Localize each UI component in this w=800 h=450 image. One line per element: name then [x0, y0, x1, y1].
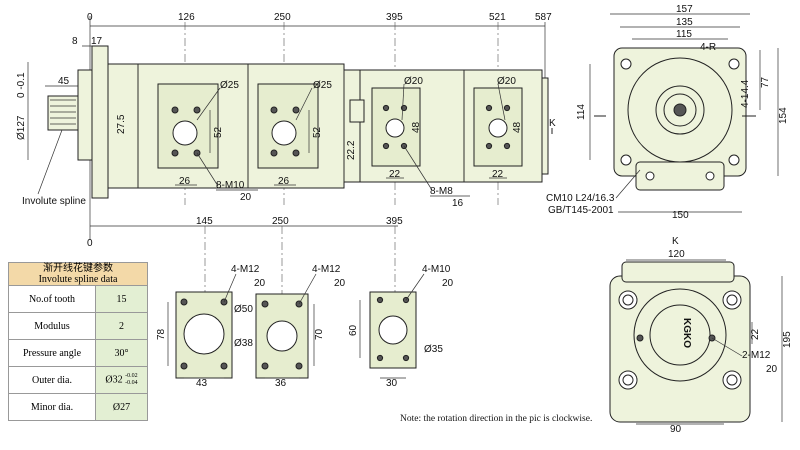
row-label: Pressure angle: [8, 339, 96, 367]
flange-width-1: 43: [196, 378, 208, 389]
flange-pos-395: 395: [386, 216, 403, 227]
end-view: 157 135 115 4-R 4-14.4 77 154 114 150 CM…: [546, 4, 789, 221]
dim-150: 150: [672, 210, 689, 221]
spline-label: Involute spline: [22, 196, 86, 207]
flange-height-2: 70: [314, 328, 325, 340]
row-label: No.of tooth: [8, 285, 96, 313]
port-width-1: 26: [179, 176, 191, 187]
pos-587: 587: [535, 12, 552, 23]
port-width-2: 26: [278, 176, 290, 187]
flange-thread-depth-2: 20: [334, 278, 346, 289]
port-height-4: 48: [512, 121, 523, 133]
port-dia-4: Ø20: [497, 76, 516, 87]
flange-dia-1: Ø50: [234, 304, 253, 315]
shaft-tol: 0 -0.1: [16, 72, 27, 98]
port-height-3: 48: [411, 121, 422, 133]
dim-22-2: 22.2: [346, 140, 357, 160]
dim-135: 135: [676, 17, 693, 28]
flange-pos-145: 145: [196, 216, 213, 227]
port-height-2: 52: [312, 126, 323, 138]
row-value: Ø27: [95, 393, 148, 421]
thread-m8-depth: 16: [452, 198, 464, 209]
row-label: Minor dia.: [8, 393, 96, 421]
row-value: Ø32: [105, 374, 123, 386]
flange-views: 145 250 395 4-M12 20 Ø50 78 43 4-M12 20 …: [156, 216, 454, 389]
dim-8: 8: [72, 36, 78, 47]
port-width-3: 22: [389, 169, 401, 180]
k-view-title: K: [672, 236, 679, 247]
flange-pos-250: 250: [272, 216, 289, 227]
k-brand: KGKO: [681, 318, 692, 348]
table-row: Minor dia. Ø27: [8, 393, 148, 421]
flange-height-3: 60: [348, 324, 359, 336]
pos-126: 126: [178, 12, 195, 23]
thread-m10-depth: 20: [240, 192, 252, 203]
flange-thread-depth-1: 20: [254, 278, 266, 289]
flange-height-1: 78: [156, 328, 167, 340]
k-dim-90: 90: [670, 424, 682, 435]
dim-154: 154: [778, 107, 789, 124]
table-row: Modulus 2: [8, 312, 148, 340]
flange-thread-1: 4-M12: [231, 264, 260, 275]
pos-0: 0: [87, 12, 93, 23]
dim-157: 157: [676, 4, 693, 15]
k-dim-22: 22: [750, 328, 761, 340]
dim-77: 77: [760, 76, 771, 88]
row-label: Modulus: [8, 312, 96, 340]
flange-thread-3: 4-M10: [422, 264, 451, 275]
k-marker: K: [549, 118, 556, 129]
row-value: 15: [95, 285, 148, 313]
flange-width-3: 30: [386, 378, 398, 389]
spline-table-title-cn: 渐开线花键参数: [43, 263, 113, 274]
flange-dia-3: Ø35: [424, 344, 443, 355]
table-row: Pressure angle 30°: [8, 339, 148, 367]
thread-m8: 8-M8: [430, 186, 453, 197]
port-height-1: 52: [213, 126, 224, 138]
k-view: K 120 KGKO 22 195 2-M12 20 90: [609, 236, 793, 435]
port-dia-1: Ø25: [220, 80, 239, 91]
dim-45: 45: [58, 76, 70, 87]
pos-395: 395: [386, 12, 403, 23]
dim-115: 115: [676, 29, 692, 40]
flange-width-2: 36: [275, 378, 287, 389]
k-dim-120: 120: [668, 249, 685, 260]
flange-thread-depth-3: 20: [442, 278, 454, 289]
row-value: 2: [95, 312, 148, 340]
zero-label: 0: [87, 238, 93, 249]
rotation-note: Note: the rotation direction in the pic …: [400, 414, 593, 424]
main-side-view: 0 126 250 395 521 587 8 17 45 Ø127 0 -0.…: [16, 12, 556, 249]
spline-data-table: 渐开线花键参数 Involute spline data No.of tooth…: [8, 262, 148, 421]
table-row: Outer dia. Ø32 -0.02 -0.04: [8, 366, 148, 394]
spline-table-header: 渐开线花键参数 Involute spline data: [8, 262, 148, 286]
row-tolerance: -0.02 -0.04: [125, 373, 138, 386]
standard-line-2: GB/T145-2001: [548, 205, 614, 216]
pos-521: 521: [489, 12, 506, 23]
dim-27-5: 27.5: [116, 114, 127, 134]
flange-thread-2: 4-M12: [312, 264, 341, 275]
row-value-with-tol: Ø32 -0.02 -0.04: [95, 366, 148, 394]
k-dim-195: 195: [782, 331, 793, 348]
k-thread: 2-M12: [742, 350, 771, 361]
row-label: Outer dia.: [8, 366, 96, 394]
k-thread-depth: 20: [766, 364, 778, 375]
port-width-4: 22: [492, 169, 504, 180]
port-dia-2: Ø25: [313, 80, 332, 91]
thread-m10: 8-M10: [216, 180, 245, 191]
pos-250: 250: [274, 12, 291, 23]
port-dia-3: Ø20: [404, 76, 423, 87]
spline-table-title-en: Involute spline data: [38, 274, 118, 285]
standard-line-1: CM10 L24/16.3: [546, 193, 615, 204]
dim-17: 17: [91, 36, 103, 47]
dim-114: 114: [576, 104, 587, 120]
shaft-dia: Ø127: [16, 115, 27, 140]
row-value: 30°: [95, 339, 148, 367]
dim-4-14-4: 4-14.4: [740, 79, 751, 108]
flange-dia-2: Ø38: [234, 338, 253, 349]
table-row: No.of tooth 15: [8, 285, 148, 313]
radius-label: 4-R: [700, 42, 716, 53]
